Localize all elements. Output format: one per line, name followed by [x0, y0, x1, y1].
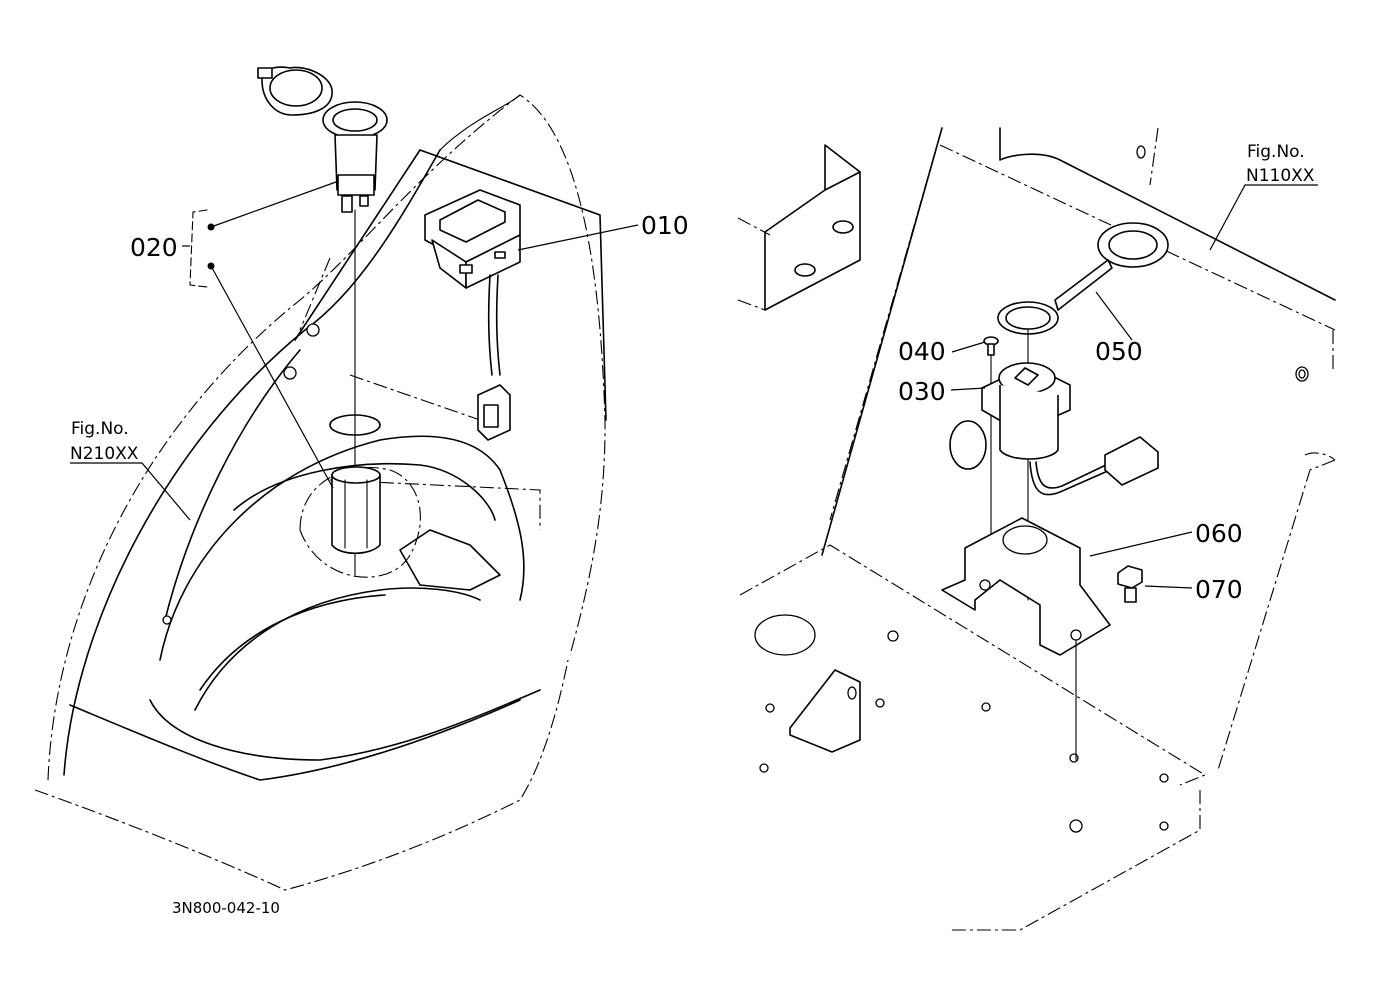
fig-ref-n110xx-line1: Fig.No.	[1247, 142, 1305, 162]
floor-panel	[739, 127, 1336, 931]
right-view: 040 030 050 060 070 Fig.No. N110XX	[737, 127, 1336, 931]
rocker-switch	[424, 189, 521, 441]
callout-020: 020	[130, 233, 178, 262]
callout-070: 070	[1195, 575, 1243, 604]
callout-060: 060	[1195, 519, 1243, 548]
accessory-socket	[257, 66, 388, 213]
callout-010: 010	[641, 211, 689, 240]
callout-010-leader	[517, 224, 639, 251]
power-outlet	[949, 362, 1159, 496]
fig-ref-n110xx: Fig.No. N110XX	[1209, 142, 1318, 251]
fig-ref-n210xx: Fig.No. N210XX	[70, 419, 191, 521]
fig-ref-n210xx-line2: N210XX	[70, 444, 139, 464]
mount-bracket	[737, 144, 861, 311]
outlet-bracket	[941, 517, 1111, 761]
callout-050: 050	[1095, 337, 1143, 366]
console-body	[34, 94, 607, 891]
fig-ref-n110xx-line2: N110XX	[1246, 166, 1315, 186]
tray	[149, 414, 541, 761]
socket-sleeve	[331, 466, 381, 555]
cap	[997, 222, 1169, 335]
callout-030: 030	[898, 377, 946, 406]
callout-020-bracket	[182, 181, 337, 489]
callout-040: 040	[898, 337, 946, 366]
l-bracket	[789, 669, 861, 753]
left-view: 010 020 Fig.No. N210XX 3N800-042-10	[34, 66, 689, 917]
bolt	[1117, 565, 1143, 603]
fig-ref-n210xx-line1: Fig.No.	[71, 419, 129, 439]
drawing-code: 3N800-042-10	[172, 899, 280, 917]
